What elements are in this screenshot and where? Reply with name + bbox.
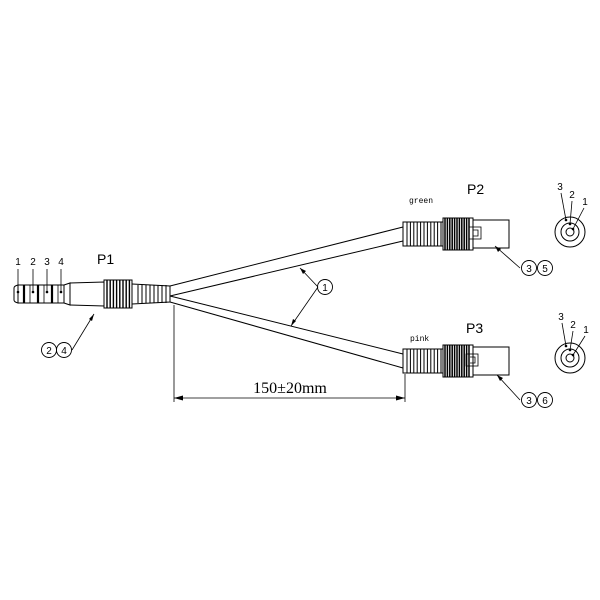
svg-text:3: 3 <box>526 264 532 275</box>
p1-pin-3-label: 3 <box>44 257 50 268</box>
jack-p2-balloon-3: 3 <box>521 260 537 276</box>
p1-pin-4-label: 4 <box>58 257 64 268</box>
p1-label: P1 <box>97 251 114 267</box>
jack-p2-label: P2 <box>467 181 484 197</box>
svg-text:1: 1 <box>322 283 328 294</box>
svg-text:4: 4 <box>61 346 67 357</box>
svg-text:1: 1 <box>583 325 589 336</box>
svg-text:2: 2 <box>570 320 576 331</box>
length-dimension-text: 150±20mm <box>253 380 327 397</box>
p1-pin-1-label: 1 <box>15 257 21 268</box>
p1-pin-2-label: 2 <box>30 257 36 268</box>
end-view-bottom: 3 2 1 <box>554 312 589 374</box>
length-dimension: 150±20mm <box>173 305 406 402</box>
svg-text:3: 3 <box>558 312 564 323</box>
jack-p3-balloon-3: 3 <box>521 392 537 408</box>
svg-text:3: 3 <box>526 396 532 407</box>
jack-p2: green P2 3 5 <box>402 181 553 276</box>
svg-text:6: 6 <box>542 396 548 407</box>
plug-p1: 1 2 3 4 P1 2 4 <box>13 251 171 358</box>
jack-p3-color-label: pink <box>410 335 429 344</box>
svg-text:2: 2 <box>46 346 52 357</box>
p1-balloon-2: 2 <box>41 342 57 358</box>
p1-balloon-4: 4 <box>56 342 72 358</box>
svg-text:2: 2 <box>569 190 575 201</box>
jack-p2-color-label: green <box>409 197 433 206</box>
jack-p3: pink P3 3 6 <box>402 320 553 408</box>
jack-p3-label: P3 <box>466 320 483 336</box>
jack-p3-balloon-6: 6 <box>537 392 553 408</box>
jack-p2-balloon-5: 5 <box>537 260 553 276</box>
end-view-top: 3 2 1 <box>554 182 588 248</box>
cable: 1 <box>169 226 404 369</box>
cable-balloon-1: 1 <box>317 279 333 295</box>
svg-text:5: 5 <box>542 264 548 275</box>
svg-text:3: 3 <box>557 182 563 193</box>
svg-text:1: 1 <box>582 197 588 208</box>
